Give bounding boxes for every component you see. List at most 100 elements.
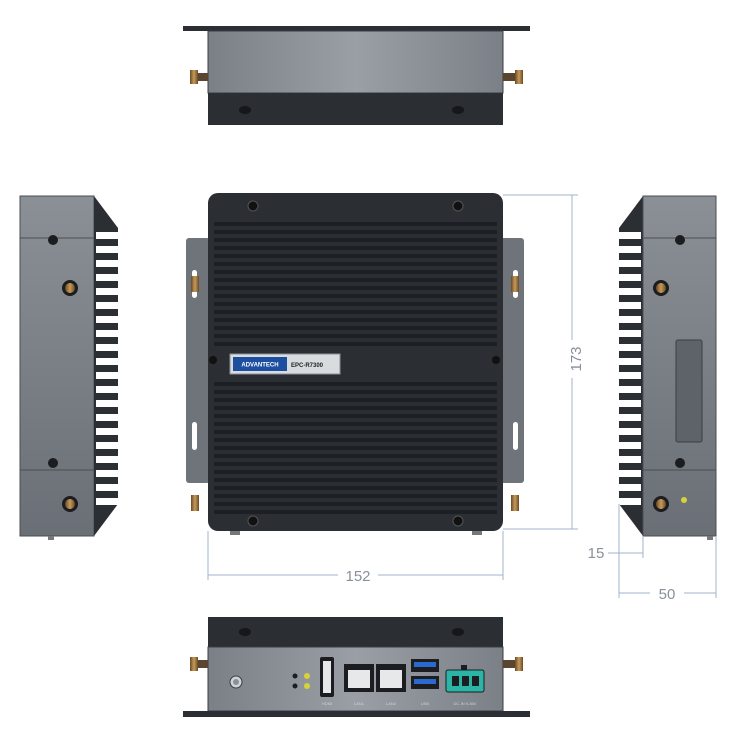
offset-dimension: 15 — [588, 545, 605, 562]
bracket-left — [186, 238, 210, 483]
fin-gap — [96, 484, 118, 491]
fin — [214, 246, 497, 250]
fin — [214, 414, 497, 418]
screw-icon — [452, 200, 464, 212]
fin-gap — [619, 484, 641, 491]
fin-gap — [96, 344, 118, 351]
expansion-cover — [675, 339, 703, 443]
antenna-connector-left-icon — [190, 70, 198, 84]
fin — [214, 398, 497, 402]
fin-gap — [619, 344, 641, 351]
led-yellow-icon — [304, 683, 310, 689]
fin — [214, 230, 497, 234]
screw-icon — [675, 458, 685, 468]
depth-dimension: 50 — [659, 586, 676, 603]
antenna-connector-icon — [656, 499, 666, 509]
antenna-connector-icon — [515, 657, 523, 671]
bracket-slot — [513, 422, 518, 450]
antenna-connector-icon — [191, 276, 199, 292]
screw-icon — [492, 356, 500, 364]
fin-gap — [619, 232, 641, 239]
fin-gap — [96, 232, 118, 239]
antenna-connector-icon — [656, 283, 666, 293]
fin-gap — [619, 260, 641, 267]
fin-gap — [619, 330, 641, 337]
left-side-view — [19, 195, 118, 540]
fin-gap — [96, 288, 118, 295]
dc-in-label: DC-IN 9-36V — [454, 701, 477, 706]
fin-gap — [96, 400, 118, 407]
fin — [214, 318, 497, 322]
antenna-connector-right-icon — [515, 70, 523, 84]
screw-icon — [452, 515, 464, 527]
fin-gap — [96, 456, 118, 463]
fin — [214, 222, 497, 226]
fin — [214, 294, 497, 298]
bracket-slot — [192, 422, 197, 450]
screw-icon — [247, 200, 259, 212]
fin-gap — [619, 414, 641, 421]
fin-gap — [619, 428, 641, 435]
fin — [214, 238, 497, 242]
top-flange — [183, 26, 530, 31]
fin — [214, 286, 497, 290]
left-side-fins — [96, 232, 118, 505]
io-flange — [183, 711, 530, 717]
fin-gap — [619, 316, 641, 323]
fin-gap — [96, 302, 118, 309]
top-side-panel — [207, 30, 504, 94]
fin-gap — [619, 302, 641, 309]
antenna-connector-icon — [511, 495, 519, 511]
fin — [214, 438, 497, 442]
width-dimension: 152 — [345, 568, 370, 585]
fin — [214, 430, 497, 434]
fin-gap — [619, 274, 641, 281]
led-yellow-icon — [304, 673, 310, 679]
heatsink-fins — [214, 222, 497, 514]
fin — [214, 254, 497, 258]
lan2-label: LAN2 — [386, 701, 397, 706]
fin — [214, 262, 497, 266]
fin — [214, 278, 497, 282]
brand-badge — [233, 357, 287, 371]
fin — [214, 478, 497, 482]
foot — [48, 536, 54, 540]
fin-gap — [619, 442, 641, 449]
model-label: EPC-R7300 — [291, 363, 324, 369]
foot — [472, 531, 482, 535]
lan1-label: LAN1 — [354, 701, 365, 706]
fin-gap — [96, 260, 118, 267]
fin-gap — [96, 428, 118, 435]
fin — [214, 502, 497, 506]
fin-gap — [96, 246, 118, 253]
hdmi-label: HDMI — [322, 701, 332, 706]
screw-icon — [247, 515, 259, 527]
fin — [214, 270, 497, 274]
fin — [214, 334, 497, 338]
fin-gap — [96, 470, 118, 477]
fin — [214, 422, 497, 426]
top-view — [183, 26, 530, 125]
fin-gap — [619, 400, 641, 407]
fin — [214, 462, 497, 466]
fin-gap — [619, 498, 641, 505]
fin — [214, 302, 497, 306]
fin-gap — [96, 498, 118, 505]
fin — [214, 486, 497, 490]
height-dimension: 173 — [568, 346, 585, 371]
fin-gap — [619, 386, 641, 393]
fin-gap — [96, 372, 118, 379]
screw-icon — [48, 458, 58, 468]
fin — [214, 326, 497, 330]
fin-gap — [96, 386, 118, 393]
led-yellow-icon — [681, 497, 687, 503]
dimension-lines — [207, 194, 717, 598]
usb-label: USB — [421, 701, 430, 706]
foot — [230, 531, 240, 535]
fin-gap — [96, 442, 118, 449]
top-screw-right — [452, 106, 464, 114]
fin — [214, 446, 497, 450]
fin — [214, 382, 497, 386]
led-icon — [292, 673, 298, 679]
